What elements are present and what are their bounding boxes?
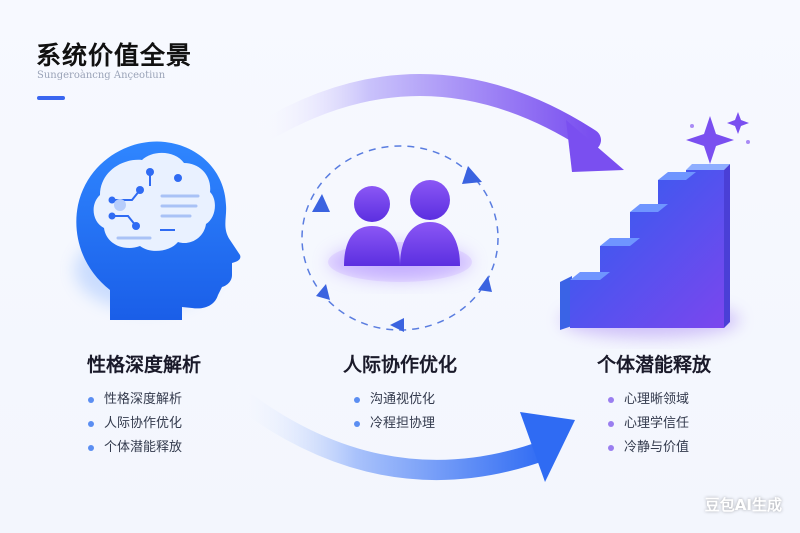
watermark: 豆包AI生成 — [704, 496, 782, 514]
bottom-arrow-head — [520, 412, 575, 482]
bottom-flow-arrow — [220, 380, 555, 480]
list-item-text: 冷静与价值 — [624, 440, 690, 455]
list-item: 沟通视优化 — [354, 388, 435, 412]
bullet-dot — [88, 445, 94, 451]
list-item-text: 心理学信任 — [624, 416, 690, 431]
list-item: 冷静与价值 — [608, 436, 689, 460]
column-title-potential: 个体潜能释放 — [596, 354, 711, 376]
list-item-text: 心理晰领域 — [624, 392, 690, 407]
page-title: 系统价值全景 — [36, 41, 193, 70]
list-item-text: 人际协作优化 — [104, 416, 183, 431]
list-item: 个体潜能释放 — [88, 436, 182, 460]
bullet-dot — [608, 445, 614, 451]
list-item: 冷程担协理 — [354, 412, 435, 436]
brain-head-icon — [75, 141, 241, 320]
bullet-dot — [608, 421, 614, 427]
column-title-collaboration: 人际协作优化 — [342, 354, 457, 376]
bullet-dot — [88, 421, 94, 427]
list-item: 性格深度解析 — [88, 388, 182, 412]
list-item-text: 性格深度解析 — [104, 392, 183, 407]
column-list-personality: 性格深度解析 人际协作优化 个体潜能释放 — [88, 388, 182, 460]
list-item: 人际协作优化 — [88, 412, 182, 436]
bullet-dot — [608, 397, 614, 403]
list-item-text: 沟通视优化 — [370, 392, 436, 407]
bullet-dot — [88, 397, 94, 403]
list-item-text: 冷程担协理 — [370, 416, 436, 431]
top-arrow-head — [566, 120, 624, 172]
two-people-icon — [301, 145, 499, 332]
column-list-potential: 心理晰领域 心理学信任 冷静与价值 — [608, 388, 689, 460]
list-item-text: 个体潜能释放 — [104, 440, 183, 455]
list-item: 心理晰领域 — [608, 388, 689, 412]
list-item: 心理学信任 — [608, 412, 689, 436]
page-subtitle: Sungeroàncng Ançeotiun — [37, 70, 166, 81]
title-underline — [37, 96, 65, 100]
bullet-dot — [354, 397, 360, 403]
top-flow-arrow — [239, 74, 601, 151]
column-title-personality: 性格深度解析 — [86, 354, 201, 376]
staircase-icon — [560, 112, 750, 338]
bullet-dot — [354, 421, 360, 427]
column-list-collaboration: 沟通视优化 冷程担协理 — [354, 388, 435, 436]
